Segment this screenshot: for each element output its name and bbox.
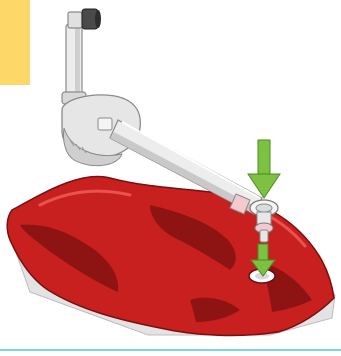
eyepiece-neck bbox=[68, 12, 82, 28]
vertical-post-shade bbox=[75, 26, 80, 100]
bottom-divider bbox=[0, 349, 341, 351]
connector-nozzle bbox=[260, 230, 268, 242]
connector-ring-inner bbox=[256, 204, 272, 212]
red-bag bbox=[7, 176, 334, 335]
arrow-down-icon bbox=[248, 140, 280, 198]
hub-clip bbox=[98, 118, 112, 130]
eyepiece-lens bbox=[95, 10, 101, 28]
